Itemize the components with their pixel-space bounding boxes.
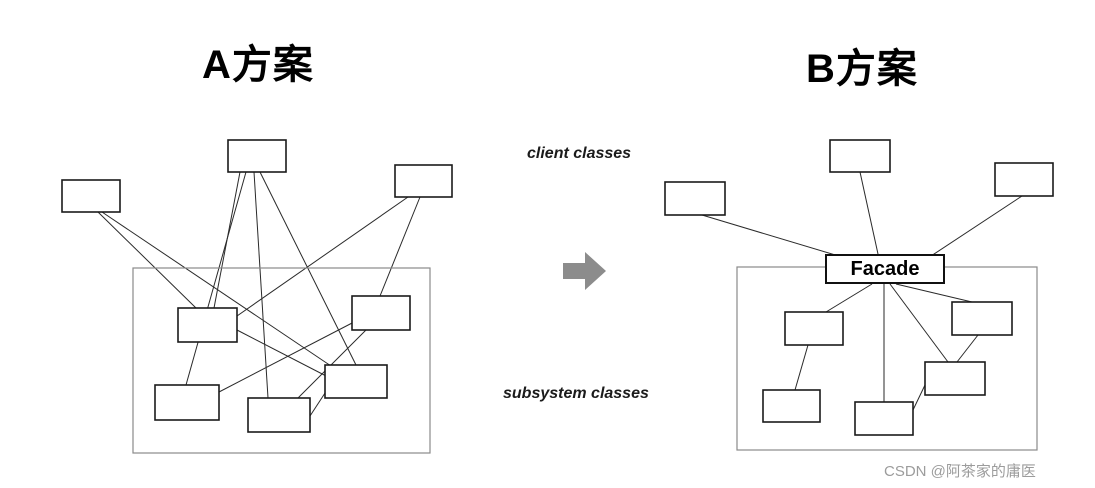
subsystem-box — [247, 397, 311, 433]
watermark: CSDN @阿茶家的庸医 — [884, 463, 1036, 480]
subsystem-classes-label: subsystem classes — [503, 385, 649, 402]
dependency-line — [236, 329, 331, 379]
client-class-box — [394, 164, 453, 198]
client-class-box — [664, 181, 726, 216]
dependency-line — [889, 283, 949, 363]
dependency-line — [101, 211, 335, 369]
subsystem-box — [351, 295, 411, 331]
dependency-line — [895, 283, 973, 303]
subsystem-container — [132, 267, 431, 454]
plan-a-title: A方案 — [202, 43, 314, 87]
dependency-line — [859, 171, 879, 255]
client-class-box — [829, 139, 891, 173]
subsystem-box — [762, 389, 821, 423]
client-classes-label: client classes — [527, 145, 632, 162]
dependency-line — [253, 171, 269, 399]
dependency-line — [236, 196, 409, 317]
facade-label: Facade — [850, 257, 920, 280]
dependency-line — [218, 321, 355, 393]
subsystem-box — [177, 307, 238, 343]
plan-b-title: B方案 — [806, 47, 918, 91]
dependency-line — [825, 283, 873, 313]
client-class-box — [227, 139, 287, 173]
client-class-box — [61, 179, 121, 213]
dependency-line — [297, 329, 367, 399]
dependency-line — [309, 389, 328, 417]
dependency-line — [794, 344, 809, 391]
subsystem-box — [154, 384, 220, 421]
dependency-line — [97, 211, 197, 309]
subsystem-box — [854, 401, 914, 436]
dependency-line — [379, 196, 421, 297]
dependency-line — [912, 384, 926, 411]
subsystem-box — [951, 301, 1013, 336]
dependency-line — [701, 214, 843, 258]
client-class-box — [994, 162, 1054, 197]
dependency-line — [185, 171, 247, 386]
subsystem-box — [784, 311, 844, 346]
dependency-line — [956, 334, 979, 363]
subsystem-box — [324, 364, 388, 399]
facade-box: Facade — [825, 254, 945, 284]
dependency-line — [927, 195, 1023, 259]
transform-arrow-icon — [563, 252, 606, 290]
subsystem-box — [924, 361, 986, 396]
